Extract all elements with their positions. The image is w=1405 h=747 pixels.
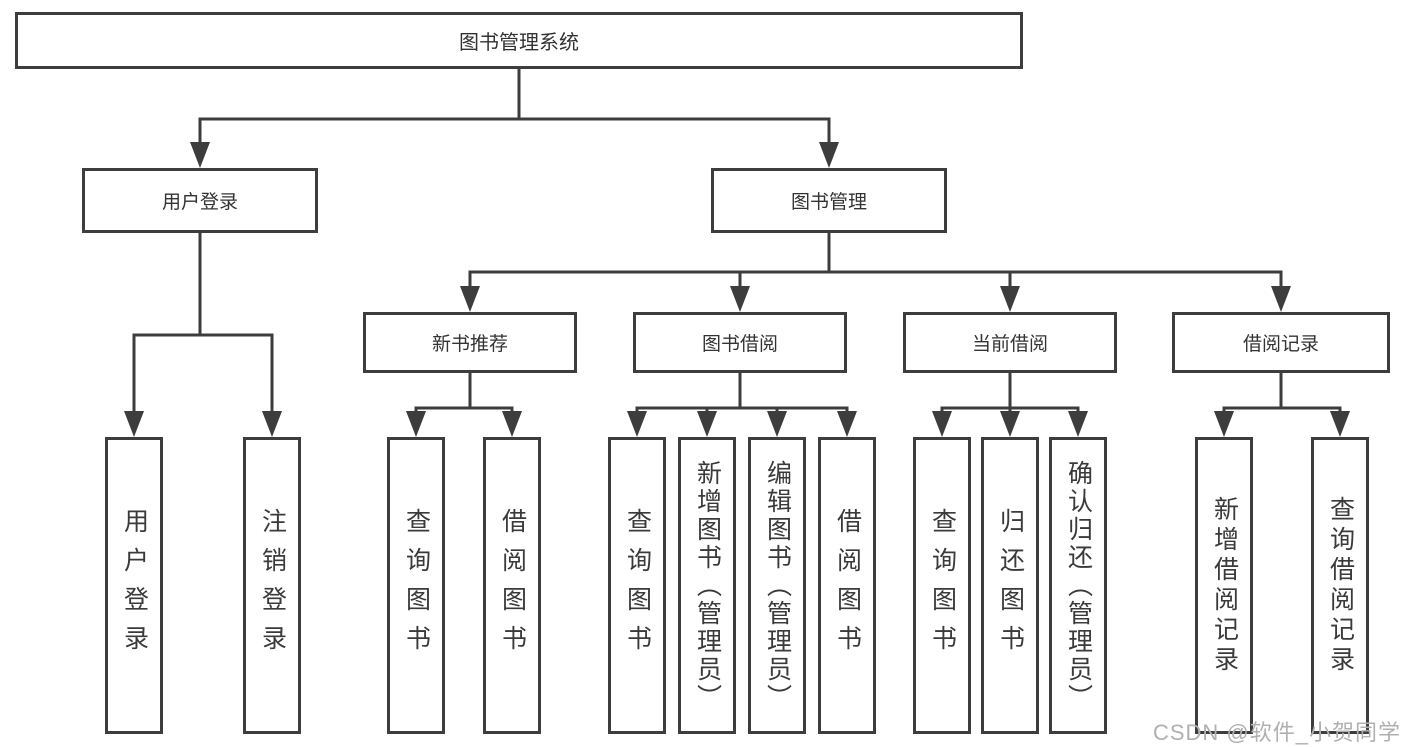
node-library-system: 图书管理系统: [15, 12, 1023, 69]
leaf-query-borrow-record-label: 查询借阅记录: [1326, 495, 1355, 676]
leaf-query-books-current-label: 查询图书: [928, 507, 957, 664]
leaf-confirm-return-admin-label: 确认归还（管理员）: [1064, 459, 1093, 712]
connector-root-to-level2: [190, 67, 839, 168]
node-borrowing-records-label: 借阅记录: [1242, 334, 1319, 355]
node-borrowing-records: 借阅记录: [1172, 312, 1390, 373]
arrowhead-down-icon: [1214, 411, 1350, 437]
arrowhead-down-icon: [124, 411, 282, 437]
node-new-book-recommendation-label: 新书推荐: [431, 334, 508, 355]
arrowhead-down-icon: [406, 411, 522, 437]
connector-new-book-rec-to-children: [406, 371, 522, 437]
leaf-query-books-borrow-label: 查询图书: [623, 507, 652, 664]
node-book-borrowing: 图书借阅: [633, 312, 847, 373]
arrowhead-down-icon: [932, 411, 1088, 437]
leaf-logout: 注销登录: [243, 437, 301, 734]
leaf-user-login-label: 用户登录: [120, 507, 149, 664]
leaf-confirm-return-admin: 确认归还（管理员）: [1049, 437, 1107, 734]
leaf-query-books-rec: 查询图书: [387, 437, 445, 734]
node-book-management-label: 图书管理: [790, 192, 867, 213]
leaf-add-borrow-record: 新增借阅记录: [1195, 437, 1253, 734]
node-book-management: 图书管理: [711, 168, 947, 233]
leaf-logout-label: 注销登录: [258, 507, 287, 664]
node-user-login: 用户登录: [82, 168, 318, 233]
arrowhead-down-icon: [460, 286, 1291, 312]
leaf-add-books-admin-label: 新增图书（管理员）: [693, 459, 722, 712]
leaf-borrow-books-rec-label: 借阅图书: [498, 507, 527, 664]
leaf-query-books-borrow: 查询图书: [608, 437, 666, 734]
leaf-add-books-admin: 新增图书（管理员）: [678, 437, 736, 734]
connector-current-borrowing-to-children: [932, 371, 1088, 437]
leaf-query-borrow-record: 查询借阅记录: [1311, 437, 1369, 734]
leaf-query-books-current: 查询图书: [913, 437, 971, 734]
arrowhead-down-icon: [190, 142, 839, 168]
leaf-query-books-rec-label: 查询图书: [402, 507, 431, 664]
node-library-system-label: 图书管理系统: [459, 32, 579, 54]
leaf-borrow-books: 借阅图书: [818, 437, 876, 734]
node-new-book-recommendation: 新书推荐: [363, 312, 577, 373]
connector-book-borrowing-to-children: [627, 371, 857, 437]
leaf-edit-books-admin-label: 编辑图书（管理员）: [763, 459, 792, 712]
connector-book-management-to-level3: [460, 231, 1291, 312]
leaf-edit-books-admin: 编辑图书（管理员）: [748, 437, 806, 734]
leaf-return-books: 归还图书: [981, 437, 1039, 734]
csdn-watermark: CSDN @软件_小贺同学: [1152, 720, 1401, 745]
leaf-borrow-books-label: 借阅图书: [833, 507, 862, 664]
node-current-borrowing-label: 当前借阅: [971, 334, 1048, 355]
node-book-borrowing-label: 图书借阅: [701, 334, 778, 355]
arrowhead-down-icon: [627, 411, 857, 437]
leaf-add-borrow-record-label: 新增借阅记录: [1210, 495, 1239, 676]
connector-borrowing-records-to-children: [1214, 371, 1350, 437]
connector-user-login-to-children: [124, 231, 282, 437]
node-current-borrowing: 当前借阅: [903, 312, 1117, 373]
leaf-return-books-label: 归还图书: [996, 507, 1025, 664]
leaf-user-login: 用户登录: [105, 437, 163, 734]
leaf-borrow-books-rec: 借阅图书: [483, 437, 541, 734]
node-user-login-label: 用户登录: [161, 192, 238, 213]
